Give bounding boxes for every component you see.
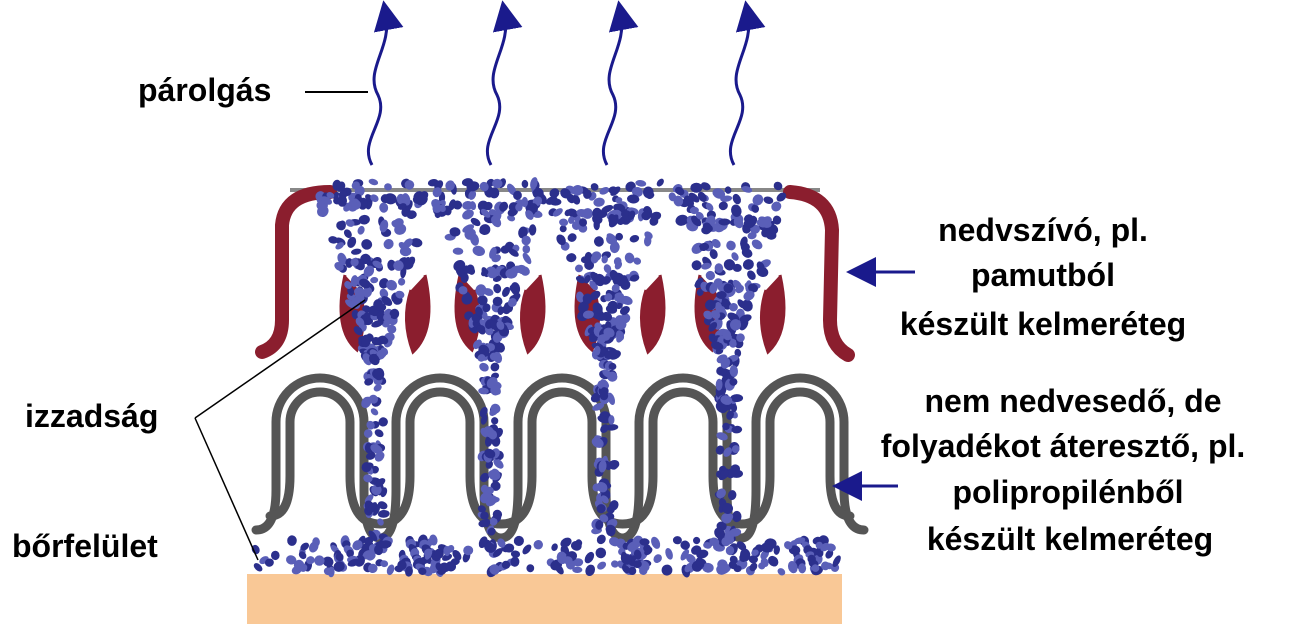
sweat-droplet [750, 237, 764, 251]
sweat-droplet [453, 247, 464, 255]
non-wetting-layer-label-line-1: nem nedvesedő, de [925, 383, 1222, 419]
sweat-droplet [583, 550, 596, 565]
sweat-label: izzadság [25, 398, 158, 434]
sweat-droplet [379, 202, 389, 213]
cotton-hook-inner [641, 275, 664, 352]
skin-surface-label: bőrfelület [12, 528, 158, 564]
sweat-droplet [369, 407, 379, 417]
sweat-droplet [741, 257, 756, 272]
cotton-hook-inner [761, 275, 784, 352]
sweat-droplet [297, 550, 308, 561]
sweat-droplet [595, 533, 608, 546]
sweat-droplet [566, 232, 578, 244]
sweat-droplet [271, 551, 280, 561]
sweat-droplet [490, 416, 500, 426]
sweat-droplet [378, 510, 390, 518]
sweat-droplet [724, 186, 732, 195]
sweat-droplet [471, 244, 486, 257]
sweat-droplet [502, 561, 510, 569]
sweat-droplet [574, 264, 583, 273]
sweat-droplet [692, 536, 702, 546]
sweat-droplet [521, 251, 533, 265]
sweat-droplet [566, 253, 577, 263]
sweat-droplet [559, 218, 569, 227]
sweat-droplet [594, 546, 608, 560]
sweat-droplet [351, 248, 362, 256]
absorbent-layer-label-line-2: pamutból [971, 257, 1115, 293]
sweat-droplet [356, 225, 366, 236]
sweat-droplet [359, 237, 373, 251]
sweat-leader-line-lower [195, 418, 258, 560]
sweat-droplet [492, 283, 502, 294]
sweat-droplet [521, 180, 528, 189]
sweat-droplet [368, 178, 379, 187]
non-wetting-layer-label-line-2: folyadékot áteresztő, pl. [881, 428, 1246, 464]
cotton-hook-inner [406, 275, 429, 352]
sweat-droplet [526, 564, 534, 573]
sweat-droplet [635, 179, 647, 187]
sweat-droplet [521, 543, 533, 556]
sweat-droplet [718, 200, 729, 211]
sweat-droplet [312, 553, 327, 568]
evaporation-arrows [368, 15, 748, 165]
evaporation-arrow [487, 15, 505, 165]
sweat-droplet [593, 235, 605, 248]
sweat-droplet [510, 556, 520, 567]
skin-surface [247, 574, 842, 624]
sweat-droplet [287, 535, 297, 546]
sweat-droplet [655, 177, 665, 188]
sweat-droplet [673, 536, 683, 545]
sweat-droplet [610, 560, 619, 569]
pp-fiber-inner [270, 392, 850, 524]
sweat-droplet [382, 237, 396, 251]
evaporation-arrow [368, 15, 386, 165]
sweat-droplet [523, 245, 531, 254]
sweat-droplet [652, 552, 664, 564]
sweat-droplet [745, 269, 757, 282]
sweat-droplet [532, 539, 544, 551]
non-wetting-layer-label-line-4: készült kelmeréteg [927, 521, 1213, 557]
cotton-hook-inner [521, 275, 544, 352]
sweat-droplet [731, 193, 743, 206]
sweat-droplet [529, 224, 537, 236]
sweat-droplet [690, 183, 702, 193]
sweat-droplet [512, 534, 526, 548]
sweat-droplet [373, 428, 385, 439]
absorbent-layer-label-line-3: készült kelmeréteg [900, 306, 1186, 342]
non-wetting-layer-label-line-3: polipropilénből [952, 474, 1183, 510]
sweat-droplet [629, 234, 640, 244]
sweat-droplet [724, 239, 738, 253]
sweat-droplet [691, 260, 702, 271]
sweat-droplet [370, 277, 379, 284]
polypropylene-layer [256, 378, 864, 538]
evaporation-label: párolgás [138, 72, 271, 108]
sweat-droplet [596, 560, 608, 571]
evaporation-arrow [603, 15, 621, 165]
sweat-droplet [522, 197, 528, 207]
cotton-hook-right [790, 192, 848, 355]
sweat-droplet [609, 363, 617, 370]
evaporation-arrow [730, 15, 748, 165]
sweat-droplet [550, 542, 559, 552]
sweat-droplet [478, 361, 491, 373]
sweat-droplet [397, 277, 406, 286]
sweat-droplet [664, 547, 674, 561]
absorbent-layer-label-line-1: nedvszívó, pl. [938, 212, 1148, 248]
